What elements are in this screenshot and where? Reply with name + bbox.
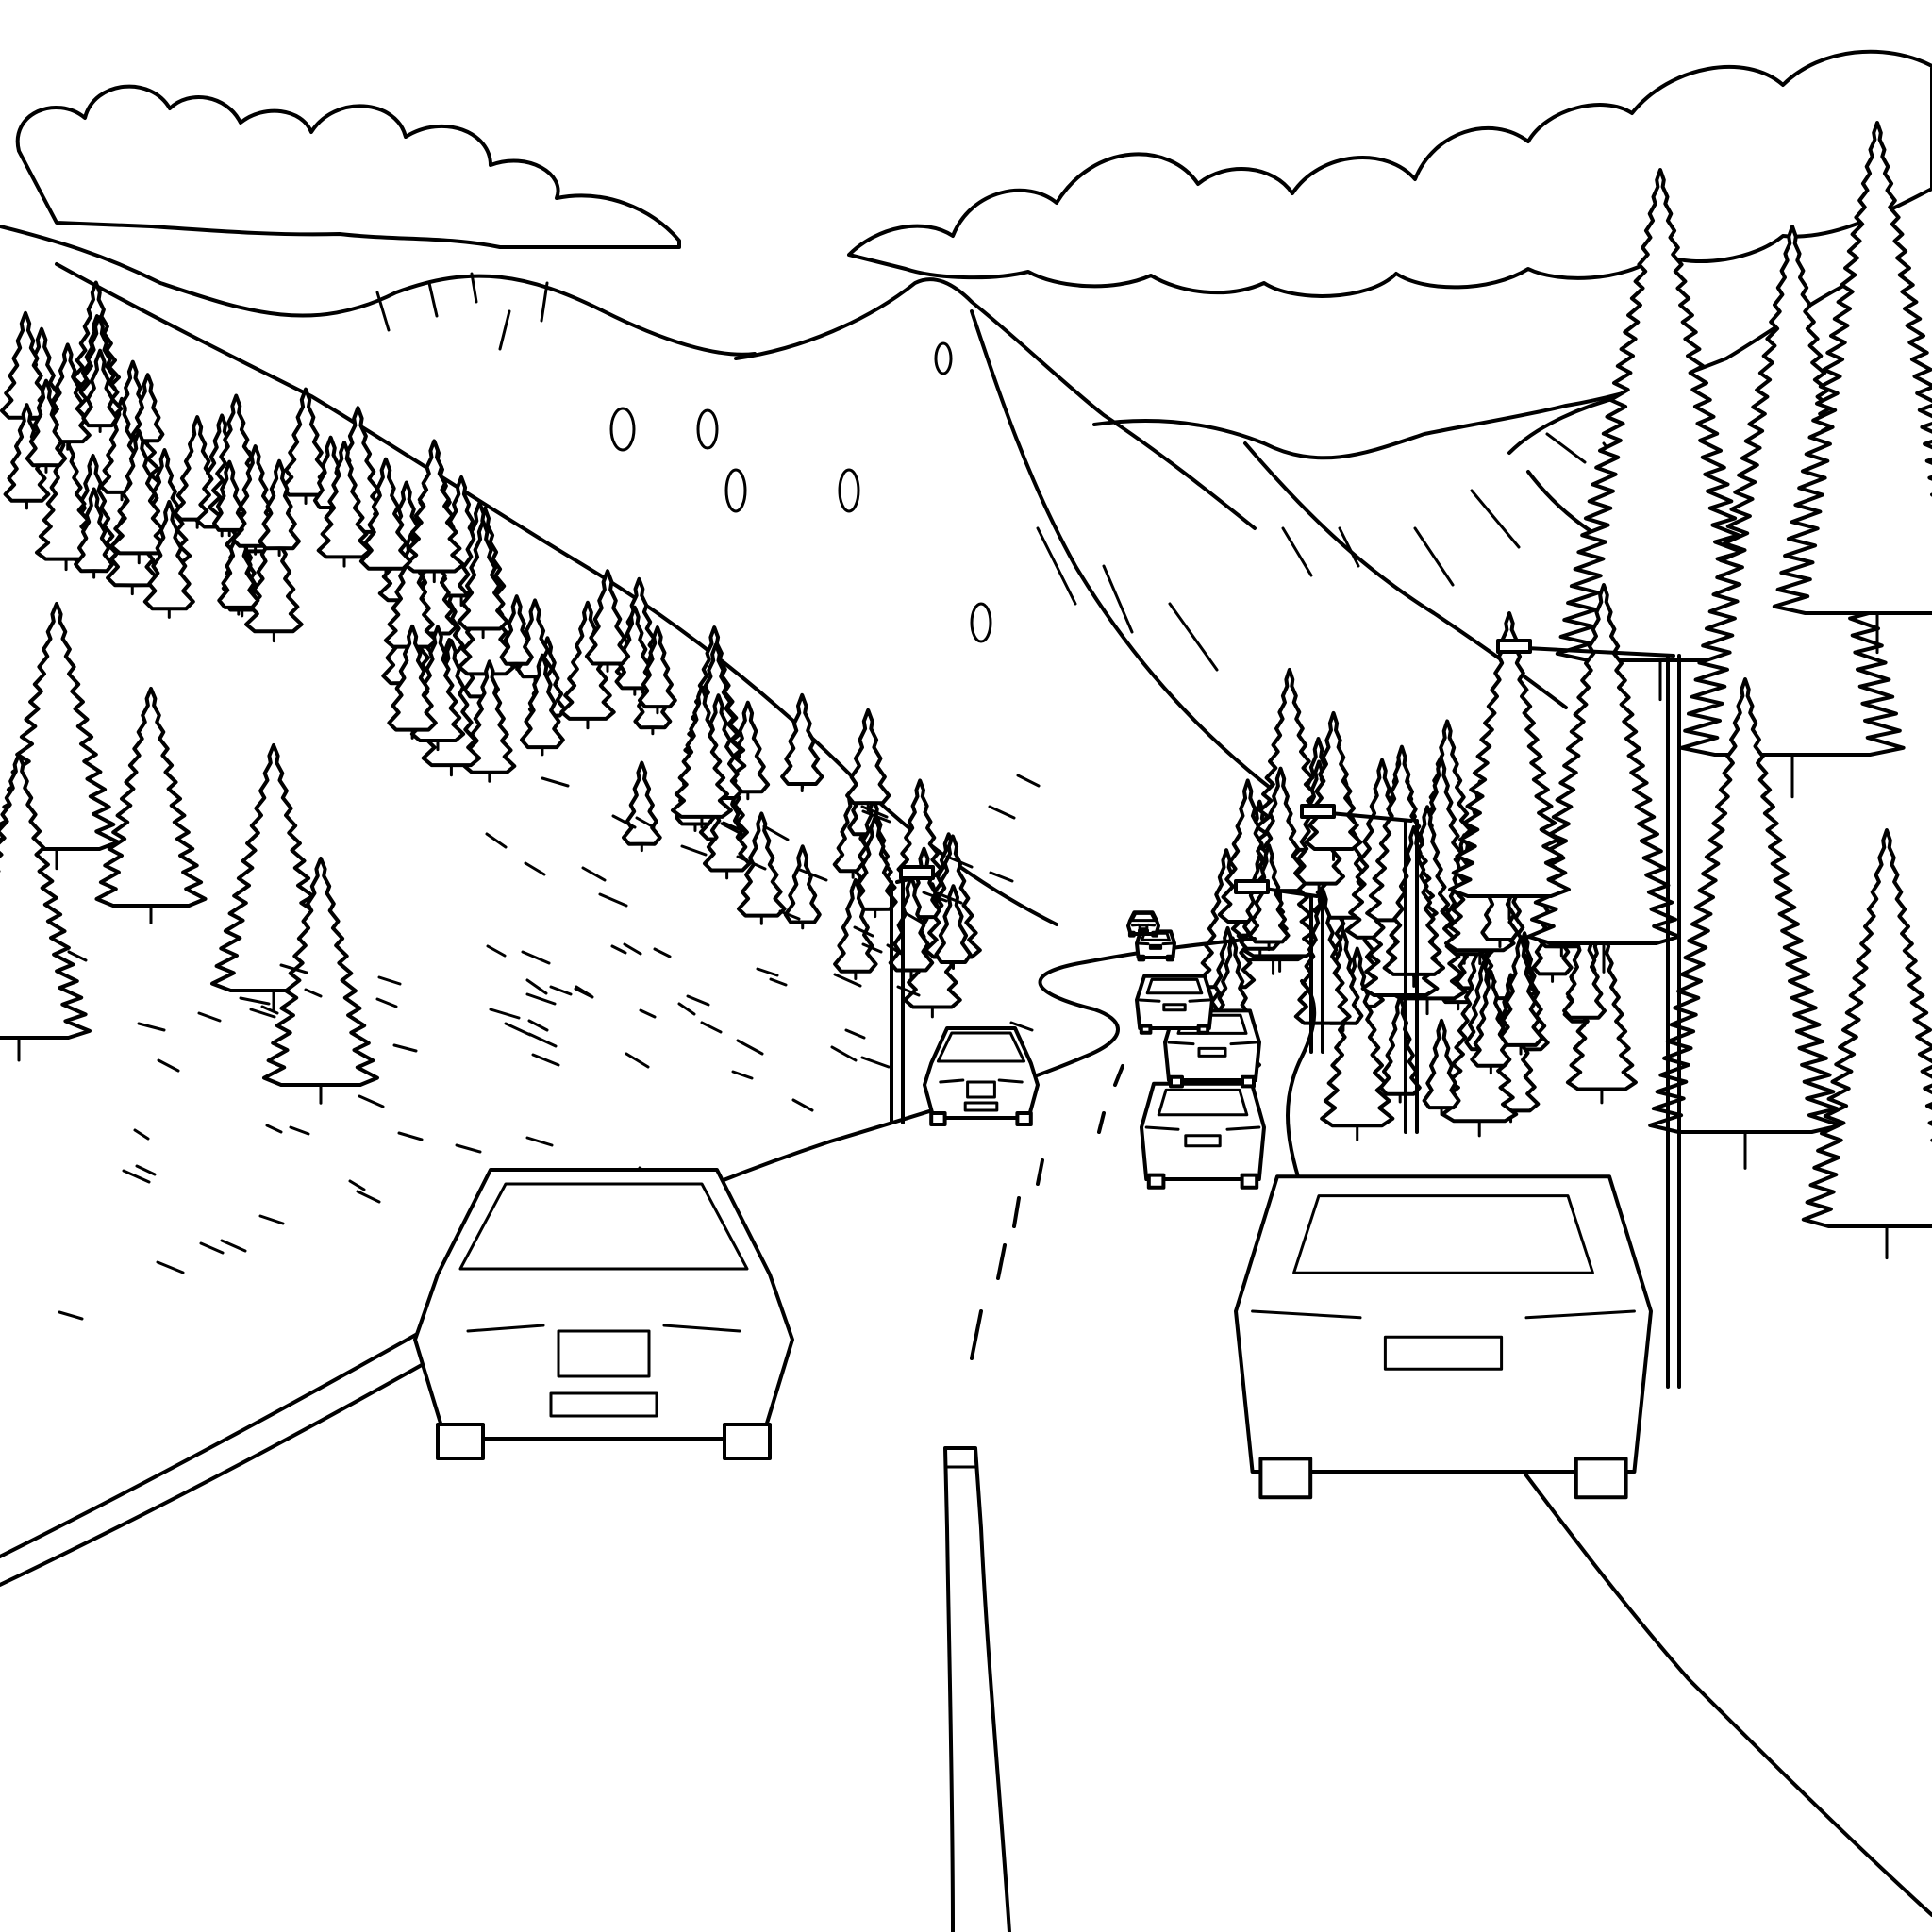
pine-tree: [358, 457, 413, 579]
pine-tree: [81, 348, 119, 433]
pine-tree: [783, 844, 822, 930]
pine-tree: [934, 884, 973, 970]
pine-tree: [614, 605, 656, 696]
pine-tree: [622, 760, 662, 853]
cloud-left: [15, 84, 681, 249]
cars: [413, 910, 1653, 1500]
mountain-left-slope: [55, 262, 1058, 926]
mountain-right-slope: [1243, 441, 1568, 709]
pine-tree: [1562, 914, 1607, 1027]
pine-tree: [403, 439, 466, 584]
pine-tree: [520, 653, 565, 757]
pine-tree: [1422, 1018, 1461, 1116]
pine-tree: [244, 507, 304, 643]
pine-tree: [212, 459, 247, 538]
pine-tree: [1801, 828, 1932, 1260]
car-front-left-mid: [923, 1026, 1040, 1126]
pine-tree: [43, 342, 92, 451]
pine-tree: [1555, 168, 1766, 702]
pine-tree: [94, 687, 208, 924]
mountain-center-slope: [970, 309, 1304, 813]
pine-tree: [0, 602, 120, 871]
pine-tree: [638, 625, 677, 715]
car-rear-center-mid: [1140, 1081, 1266, 1190]
pine-tree: [316, 441, 373, 568]
pine-tree: [1526, 583, 1681, 974]
pine-tree: [1772, 121, 1932, 655]
rock-marks: [375, 272, 1634, 672]
cloud-right: [847, 49, 1932, 298]
pine-tree: [1470, 969, 1512, 1075]
pine-tree: [737, 811, 787, 925]
clouds: [15, 49, 1932, 298]
road-left-edge: [0, 937, 1257, 1558]
pine-tree: [1648, 677, 1842, 1170]
pine-tree: [25, 378, 68, 474]
pine-tree: [780, 692, 824, 792]
pine-tree: [1448, 611, 1571, 921]
pine-tree: [130, 373, 165, 448]
streetlight: [890, 865, 935, 1124]
car-rear-far: [1135, 974, 1214, 1035]
center-line-main: [943, 1446, 1011, 1932]
car-rear-right-large: [1234, 1174, 1653, 1500]
mountain-range: [0, 225, 1851, 926]
pine-tree: [217, 519, 260, 616]
pine-tree: [387, 624, 438, 740]
mountain-left-ridge: [0, 225, 757, 357]
pine-tree: [833, 877, 878, 980]
pine-tree: [499, 594, 534, 671]
pine-tree: [584, 569, 631, 673]
pine-tree: [457, 519, 509, 640]
mountain-center-peak: [734, 277, 1257, 530]
mountain-right-ridge: [1092, 281, 1851, 460]
pine-tree: [74, 487, 115, 579]
pine-tree: [0, 753, 92, 1062]
pine-tree: [258, 458, 301, 558]
pine-tree: [671, 685, 733, 829]
streetlights: [890, 639, 1681, 1389]
car-front-distant: [1126, 910, 1160, 938]
pine-tree: [462, 659, 517, 783]
streetlight: [1496, 639, 1681, 1389]
forest-left: [0, 280, 982, 1105]
pine-tree: [35, 426, 98, 572]
pine-tree: [1497, 935, 1544, 1056]
pine-tree: [262, 857, 379, 1105]
pine-tree: [109, 428, 169, 565]
pine-tree: [279, 387, 332, 506]
pine-tree: [852, 815, 898, 919]
hillside-texture: [58, 774, 1041, 1321]
pine-tree: [142, 499, 195, 619]
streetlight: [1234, 879, 1324, 1054]
car-front-left-large: [413, 1168, 794, 1460]
pine-tree: [210, 743, 337, 1012]
streetlight: [1300, 804, 1419, 1134]
forest-right: [1197, 121, 1932, 1260]
